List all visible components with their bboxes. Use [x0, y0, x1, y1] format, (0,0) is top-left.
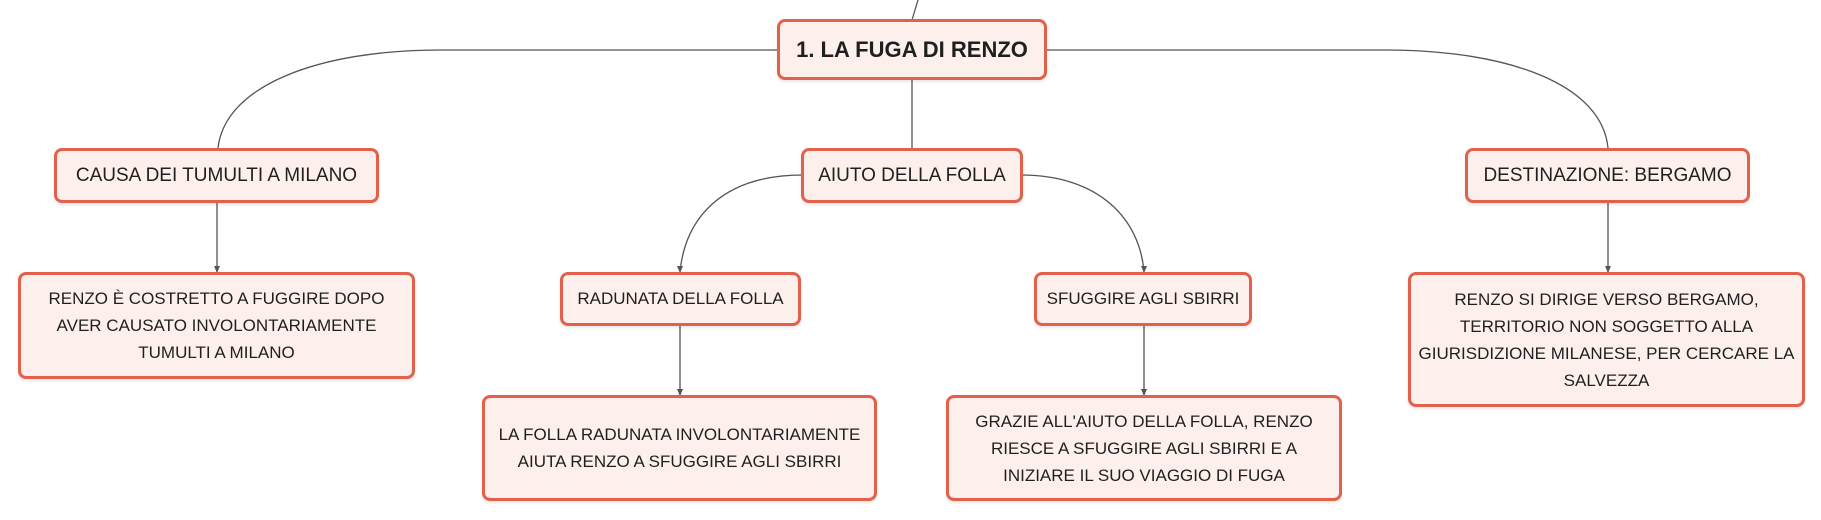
root-topic-node[interactable]: 1. LA FUGA DI RENZO: [777, 19, 1047, 80]
connector-parent-to-root: [911, 0, 919, 21]
connector-aiuto-to-sfuggire: [1020, 174, 1145, 273]
sfuggire-detail-text: GRAZIE ALL'AIUTO DELLA FOLLA, RENZO RIES…: [975, 411, 1313, 485]
causa-detail-text: RENZO È COSTRETTO A FUGGIRE DOPO AVER CA…: [48, 289, 385, 362]
root-topic-label: 1. LA FUGA DI RENZO: [796, 36, 1028, 62]
destinazione-detail-node[interactable]: RENZO SI DIRIGE VERSO BERGAMO, TERRITORI…: [1408, 272, 1805, 407]
subtopic-sfuggire-node[interactable]: SFUGGIRE AGLI SBIRRI: [1034, 272, 1252, 326]
arrowhead-radunata-detail: [677, 389, 683, 396]
topic-causa-node[interactable]: CAUSA DEI TUMULTI A MILANO: [54, 148, 379, 203]
topic-causa-label: CAUSA DEI TUMULTI A MILANO: [75, 164, 358, 186]
topic-aiuto-node[interactable]: AIUTO DELLA FOLLA: [801, 148, 1023, 203]
radunata-detail-node[interactable]: LA FOLLA RADUNATA INVOLONTARIAMENTE AIUT…: [482, 395, 877, 501]
sfuggire-detail-node[interactable]: GRAZIE ALL'AIUTO DELLA FOLLA, RENZO RIES…: [946, 395, 1342, 501]
arrowhead-causa-detail: [214, 266, 220, 273]
arrowhead-sfuggire-detail: [1141, 389, 1147, 396]
arrowhead-destinazione-detail: [1605, 266, 1611, 273]
subtopic-sfuggire-label: SFUGGIRE AGLI SBIRRI: [1046, 289, 1240, 308]
connector-aiuto-to-radunata: [679, 174, 804, 273]
subtopic-radunata-node[interactable]: RADUNATA DELLA FOLLA: [560, 272, 801, 326]
causa-detail-node[interactable]: RENZO È COSTRETTO A FUGGIRE DOPO AVER CA…: [18, 272, 415, 379]
connector-root-to-causa: [217, 49, 782, 149]
connector-root-to-destinazione: [1042, 49, 1609, 149]
destinazione-detail-text: RENZO SI DIRIGE VERSO BERGAMO, TERRITORI…: [1418, 289, 1795, 390]
topic-destinazione-label: DESTINAZIONE: BERGAMO: [1483, 164, 1732, 186]
arrowhead-aiuto-sfuggire: [1141, 266, 1147, 273]
radunata-detail-text: LA FOLLA RADUNATA INVOLONTARIAMENTE AIUT…: [498, 425, 861, 471]
arrowhead-aiuto-radunata: [677, 266, 683, 273]
topic-destinazione-node[interactable]: DESTINAZIONE: BERGAMO: [1465, 148, 1750, 203]
topic-aiuto-label: AIUTO DELLA FOLLA: [818, 164, 1006, 186]
subtopic-radunata-label: RADUNATA DELLA FOLLA: [577, 289, 784, 308]
